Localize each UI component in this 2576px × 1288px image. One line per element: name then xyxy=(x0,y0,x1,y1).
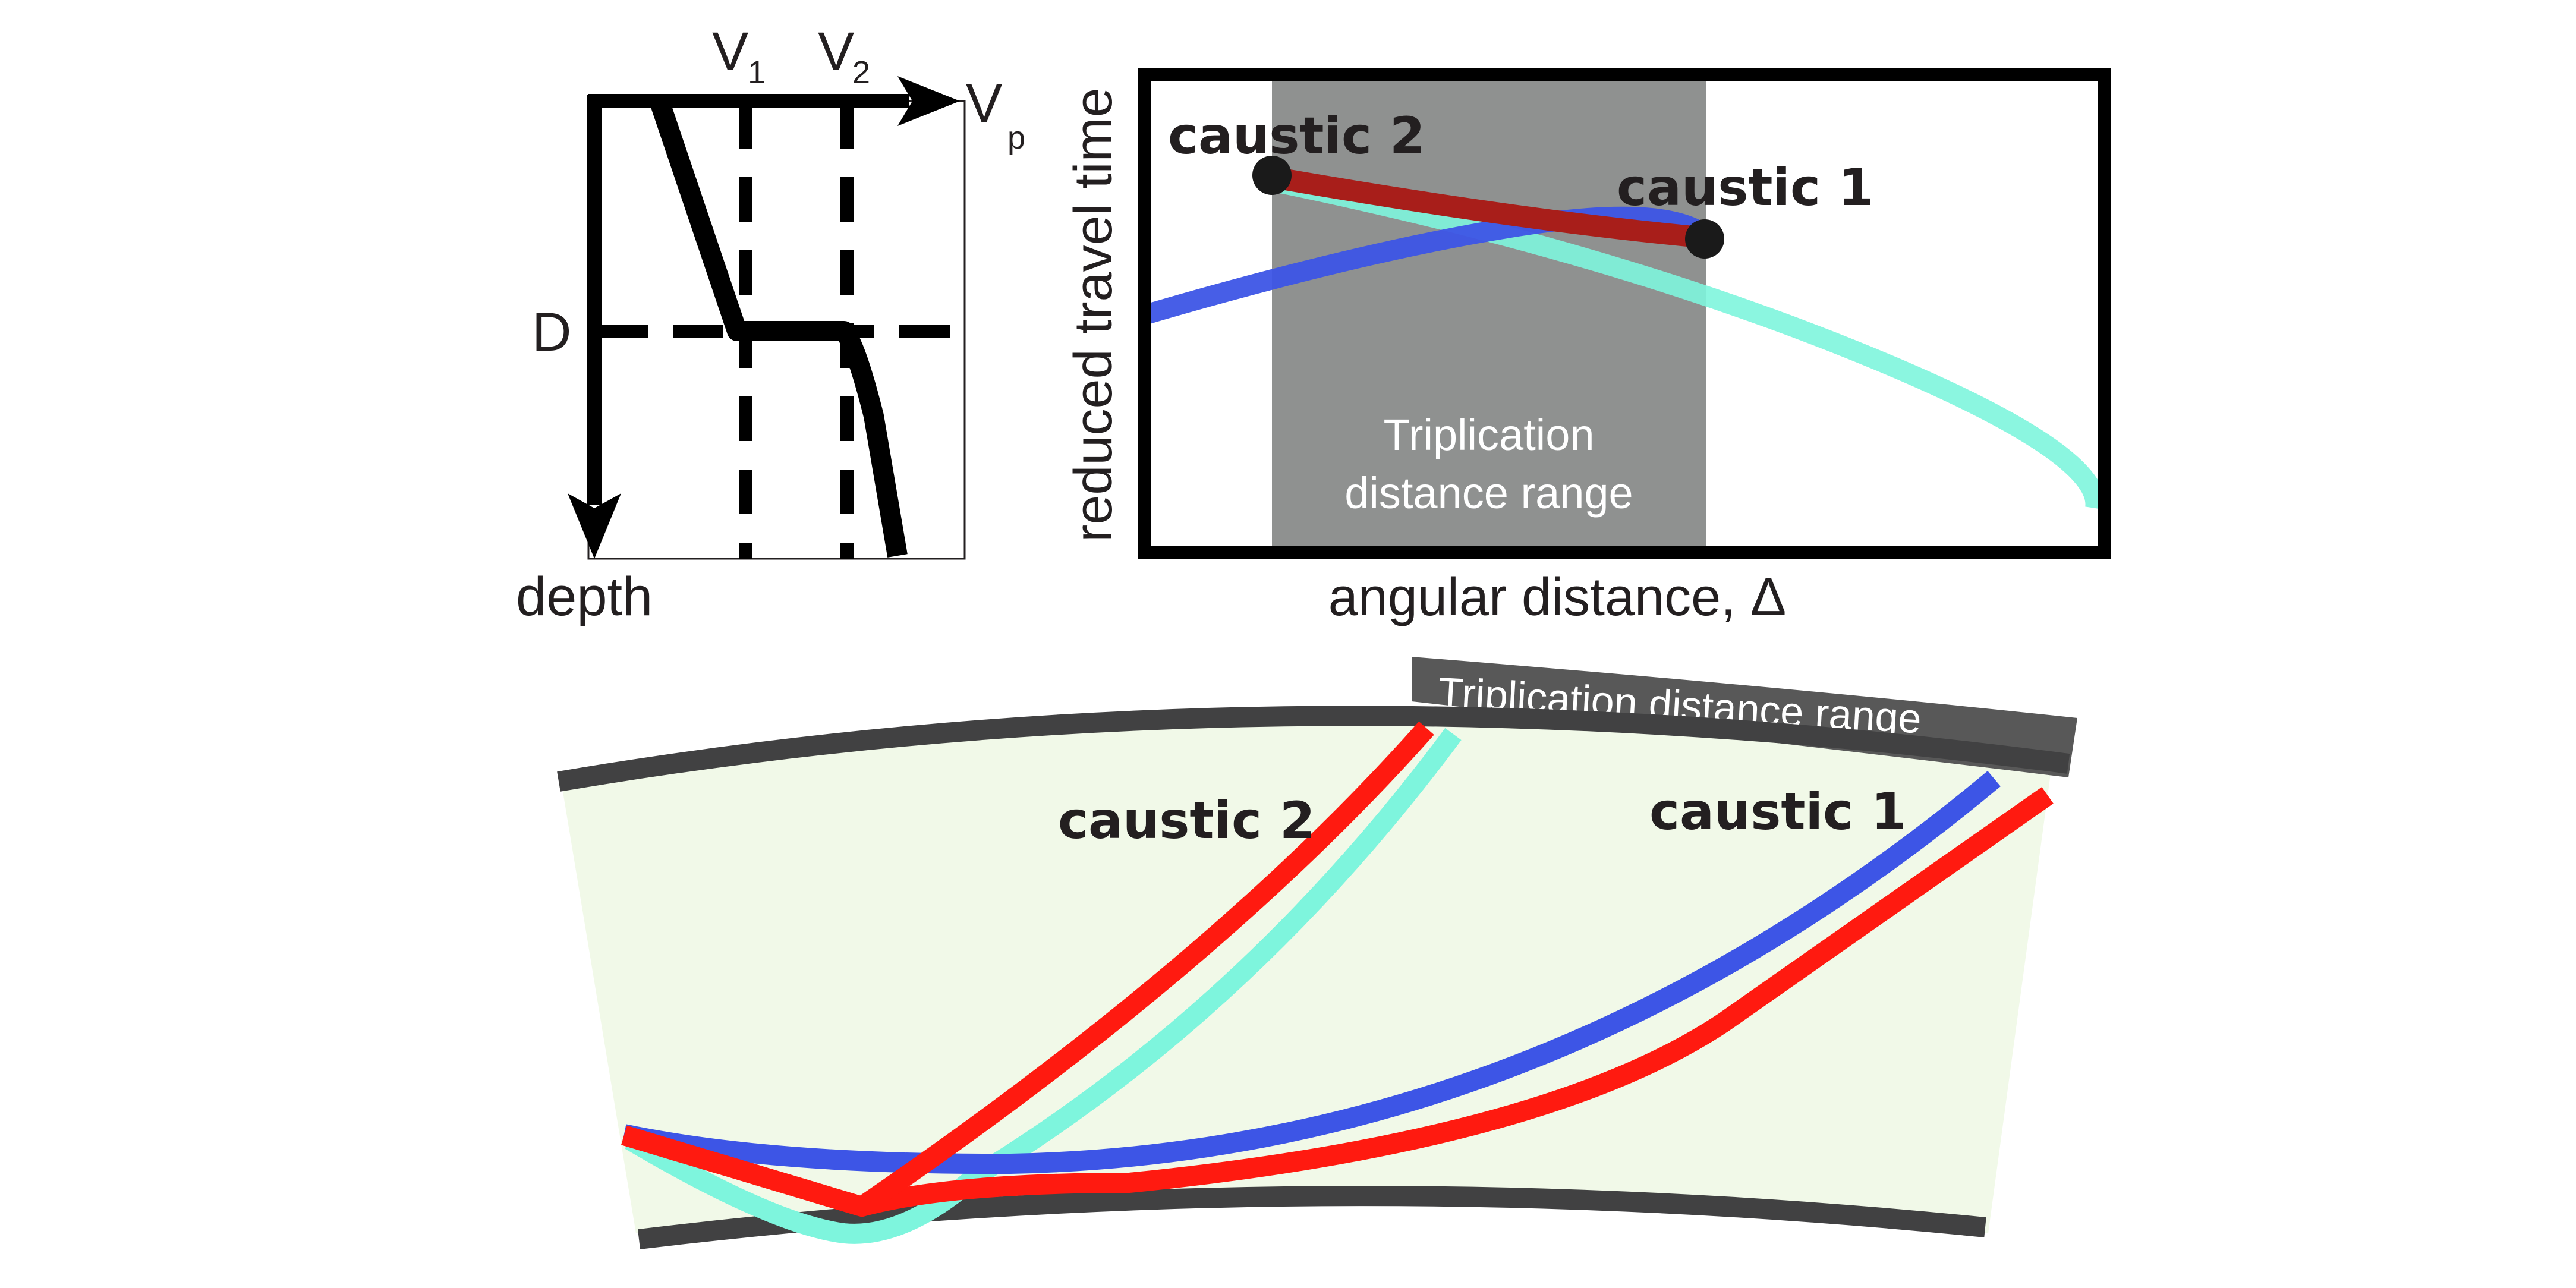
ray-diagram-panel: Triplication distance range caustic 2 ca… xyxy=(557,657,2077,1249)
vp-axis-label: V xyxy=(966,73,1002,134)
vp-axis-subscript: p xyxy=(1007,120,1025,156)
caustic-2-point xyxy=(1252,156,1292,195)
discontinuity-label: D xyxy=(532,302,571,363)
v2-label: V xyxy=(818,21,854,82)
depth-axis-arrowhead xyxy=(568,493,621,559)
travel-time-panel: caustic 2 caustic 1 Triplication distanc… xyxy=(1064,68,2111,627)
blue-branch xyxy=(1141,206,1720,325)
shaded-region-label-line2: distance range xyxy=(1344,468,1633,518)
caustic-2-ray-label: caustic 2 xyxy=(1058,791,1315,851)
v2-subscript: 2 xyxy=(852,55,870,90)
red-ray-caustic-2 xyxy=(621,721,1434,1217)
caustic-1-point xyxy=(1685,219,1724,259)
mantle-region xyxy=(562,713,2054,1233)
v1-label: V xyxy=(712,21,748,82)
cyan-branch xyxy=(1270,171,2106,510)
vp-axis-arrowhead xyxy=(897,76,960,126)
caustic-1-ray-label: caustic 1 xyxy=(1649,782,1907,842)
caustic-1-label: caustic 1 xyxy=(1617,158,1874,218)
x-axis-label: angular distance, Δ xyxy=(1328,568,1787,627)
blue-ray xyxy=(622,770,2001,1174)
v1-subscript: 1 xyxy=(748,55,766,90)
shaded-region-label-line1: Triplication xyxy=(1383,410,1594,459)
velocity-curve xyxy=(650,99,908,558)
travel-time-frame xyxy=(1138,68,2111,559)
discontinuity-boundary xyxy=(637,1186,1986,1249)
velocity-profile-panel: V 1 V 2 V p D depth xyxy=(516,21,1025,627)
caustic-2-label: caustic 2 xyxy=(1168,106,1425,166)
triplication-shaded-region xyxy=(1272,74,1706,553)
red-branch xyxy=(1270,166,1707,248)
red-ray-caustic-1 xyxy=(621,787,2054,1217)
surface-boundary xyxy=(557,706,2070,792)
depth-axis-label: depth xyxy=(516,566,653,627)
y-axis-label: reduced travel time xyxy=(1064,87,1123,542)
